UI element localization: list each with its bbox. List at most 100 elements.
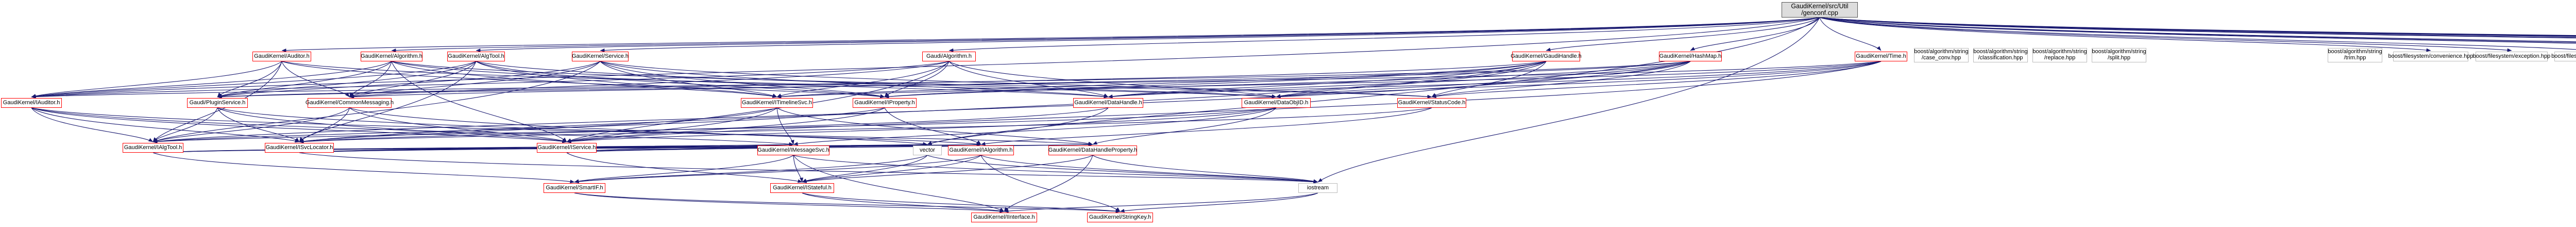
edge-gaudikernel-gaudihandle-h--gaudikernel-iproperty-h <box>884 61 1547 99</box>
edge-gaudikernel-time-h--gaudikernel-itimelinesvc-h <box>776 61 1882 99</box>
edge-gaudikernel-auditor-h--gaudikernel-ialgtool-h <box>152 61 282 142</box>
edge-gaudikernel-hashmap-h--gaudikernel-dataobjid-h <box>1276 61 1691 98</box>
edge-gaudikernel-iauditor-h--gaudikernel-datahandleproperty-h <box>31 107 1093 146</box>
edge-root--gaudikernel-gaudihandle-h <box>1546 17 1820 52</box>
node-boost-filesystem-operations-hpp[interactable]: boost/filesystem/operations.hpp <box>2551 52 2576 61</box>
edge-gaudikernel-datahandle-h--vector <box>927 107 1109 145</box>
node-boost-algorithm-string-trim-hpp[interactable]: boost/algorithm/string /trim.hpp <box>2328 48 2382 62</box>
node-gaudikernel-iproperty-h[interactable]: GaudiKernel/IProperty.h <box>853 98 917 108</box>
node-gaudikernel-iservice-h[interactable]: GaudiKernel/IService.h <box>537 143 597 153</box>
edge-gaudi-pluginservice-h--gaudikernel-ialgorithm-h <box>217 107 981 146</box>
edge-gaudikernel-iauditor-h--gaudikernel-iservice-h <box>31 107 567 143</box>
edge-root--boost-regex-hpp <box>1819 17 2576 38</box>
node-gaudikernel-ialgorithm-h[interactable]: GaudiKernel/IAlgorithm.h <box>948 145 1014 155</box>
node-vector[interactable]: vector <box>913 145 942 155</box>
edge-gaudikernel-istateful-h--gaudikernel-iinterface-h <box>802 192 1005 213</box>
node-boost-filesystem-exception-hpp[interactable]: boost/filesystem/exception.hpp <box>2473 52 2550 61</box>
edge-root--gaudikernel-algorithm-h <box>391 17 1820 53</box>
edge-gaudikernel-commonmessaging-h--gaudikernel-iservice-h <box>349 107 567 142</box>
node-gaudi-pluginservice-h[interactable]: Gaudi/PluginService.h <box>187 98 248 108</box>
node-boost-algorithm-string-replace-hpp[interactable]: boost/algorithm/string /replace.hpp <box>2032 48 2087 62</box>
node-boost-algorithm-string-classification-hpp[interactable]: boost/algorithm/string /classification.h… <box>1973 48 2028 62</box>
edge-root--boost-filesystem-convenience-hpp <box>1819 17 2431 52</box>
edge-gaudikernel-iauditor-h--gaudikernel-ialgtool-h <box>31 107 154 142</box>
edge-gaudi-algorithm-h--gaudikernel-iservice-h <box>566 61 950 142</box>
edge-gaudikernel-iauditor-h--gaudikernel-imessagesvc-h <box>31 107 794 146</box>
node-gaudikernel-iauditor-h[interactable]: GaudiKernel/IAuditor.h <box>1 98 62 108</box>
edge-gaudikernel-service-h--gaudikernel-ialgtool-h <box>152 61 601 142</box>
edge-gaudikernel-itimelinesvc-h--gaudikernel-iservice-h <box>566 107 777 142</box>
node-gaudi-algorithm-h[interactable]: Gaudi/Algorithm.h <box>922 52 976 61</box>
edge-gaudikernel-imessagesvc-h--gaudikernel-smartif-h <box>574 155 794 183</box>
edge-root--gaudikernel-auditor-h <box>281 17 1820 53</box>
edge-gaudikernel-commonmessaging-h--vector <box>349 107 928 146</box>
edge-gaudikernel-itimelinesvc-h--gaudikernel-imessagesvc-h <box>776 107 794 145</box>
edge-root--boost-filesystem-operations-hpp <box>1819 17 2576 50</box>
edge-gaudikernel-smartif-h--gaudikernel-iinterface-h <box>574 192 1005 213</box>
edge-gaudikernel-imessagesvc-h--iostream <box>793 155 1318 184</box>
edge-gaudikernel-algorithm-h--gaudi-pluginservice-h <box>217 61 392 98</box>
node-gaudikernel-ialgtool-h[interactable]: GaudiKernel/IAlgTool.h <box>123 143 183 153</box>
edge-gaudikernel-ialgorithm-h--iostream <box>980 155 1318 184</box>
edge-root--boost-log-expressions-hpp <box>1819 17 2576 43</box>
edge-gaudikernel-algorithm-h--gaudikernel-iauditor-h <box>31 61 392 98</box>
edge-gaudikernel-iproperty-h--gaudikernel-ialgorithm-h <box>884 107 981 145</box>
edge-gaudikernel-gaudihandle-h--gaudikernel-dataobjid-h <box>1276 61 1547 98</box>
node-gaudikernel-algorithm-h[interactable]: GaudiKernel/Algorithm.h <box>361 52 422 61</box>
edge-gaudi-algorithm-h--gaudikernel-iauditor-h <box>31 61 950 99</box>
node-gaudikernel-service-h[interactable]: GaudiKernel/Service.h <box>572 52 629 61</box>
node-boost-algorithm-string-case-conv-hpp[interactable]: boost/algorithm/string /case_conv.hpp <box>1914 48 1969 62</box>
edge-gaudikernel-auditor-h--gaudikernel-commonmessaging-h <box>281 61 350 98</box>
edge-root--gaudikernel-iauditor-h <box>31 17 1820 99</box>
edge-gaudikernel-algorithm-h--gaudikernel-itimelinesvc-h <box>391 61 777 98</box>
node-gaudikernel-dataobjid-h[interactable]: GaudiKernel/DataObjID.h <box>1242 98 1311 108</box>
edge-gaudikernel-algorithm-h--gaudikernel-iservice-h <box>391 61 567 142</box>
node-boost-filesystem-convenience-hpp[interactable]: boost/filesystem/convenience.hpp <box>2388 52 2473 61</box>
node-gaudikernel-iinterface-h[interactable]: GaudiKernel/IInterface.h <box>971 213 1037 222</box>
root-node-gaudikernel-src-util-genconf-cpp[interactable]: GaudiKernel/src/Util /genconf.cpp <box>1782 2 1858 18</box>
edge-gaudikernel-ialgorithm-h--gaudikernel-smartif-h <box>574 155 981 184</box>
edge-gaudi-pluginservice-h--gaudikernel-iservice-h <box>217 107 567 143</box>
node-gaudikernel-stringkey-h[interactable]: GaudiKernel/StringKey.h <box>1087 213 1153 222</box>
edge-iostream--gaudikernel-iinterface-h <box>1004 192 1318 213</box>
edge-gaudikernel-statuscode-h--gaudikernel-ialgorithm-h <box>980 107 1432 146</box>
edge-iostream--gaudikernel-stringkey-h <box>1120 192 1318 213</box>
edge-gaudikernel-time-h--gaudikernel-dataobjid-h <box>1276 61 1882 99</box>
edge-gaudikernel-hashmap-h--gaudikernel-ialgtool-h <box>152 61 1691 143</box>
edge-vector--gaudikernel-istateful-h <box>802 155 928 183</box>
node-gaudikernel-algtool-h[interactable]: GaudiKernel/AlgTool.h <box>447 52 505 61</box>
edge-gaudikernel-datahandleproperty-h--gaudikernel-iinterface-h <box>1004 155 1093 212</box>
edge-gaudikernel-hashmap-h--gaudikernel-commonmessaging-h <box>349 61 1691 99</box>
node-gaudikernel-itimelinesvc-h[interactable]: GaudiKernel/ITimelineSvc.h <box>741 98 813 108</box>
node-gaudikernel-smartif-h[interactable]: GaudiKernel/SmartIF.h <box>544 183 605 193</box>
edge-gaudikernel-iservice-h--gaudikernel-istateful-h <box>566 152 803 183</box>
edge-vector--iostream <box>927 155 1318 184</box>
node-gaudikernel-gaudihandle-h[interactable]: GaudiKernel/GaudiHandle.h <box>1511 52 1582 61</box>
node-gaudikernel-statuscode-h[interactable]: GaudiKernel/StatusCode.h <box>1397 98 1466 108</box>
node-gaudikernel-istateful-h[interactable]: GaudiKernel/IStateful.h <box>770 183 834 193</box>
node-gaudikernel-datahandleproperty-h[interactable]: GaudiKernel/DataHandleProperty.h <box>1048 145 1137 155</box>
edge-gaudikernel-istateful-h--gaudikernel-stringkey-h <box>802 192 1121 213</box>
edge-root--vector <box>927 17 1820 145</box>
node-boost-algorithm-string-split-hpp[interactable]: boost/algorithm/string /split.hpp <box>2092 48 2146 62</box>
node-gaudikernel-isvclocator-h[interactable]: GaudiKernel/ISvcLocator.h <box>265 143 334 153</box>
edge-gaudikernel-ialgtool-h--gaudikernel-smartif-h <box>152 152 575 184</box>
edge-root--boost-filesystem-exception-hpp <box>1819 17 2512 52</box>
edge-gaudikernel-hashmap-h--gaudikernel-iauditor-h <box>31 61 1691 99</box>
node-gaudikernel-commonmessaging-h[interactable]: GaudiKernel/CommonMessaging.h <box>306 98 394 108</box>
node-gaudikernel-imessagesvc-h[interactable]: GaudiKernel/IMessageSvc.h <box>757 145 829 155</box>
edge-gaudikernel-dataobjid-h--gaudikernel-datahandleproperty-h <box>1092 107 1277 145</box>
node-gaudikernel-datahandle-h[interactable]: GaudiKernel/DataHandle.h <box>1073 98 1143 108</box>
edge-gaudikernel-service-h--gaudikernel-itimelinesvc-h <box>600 61 777 98</box>
node-gaudikernel-hashmap-h[interactable]: GaudiKernel/HashMap.h <box>1659 52 1722 61</box>
node-gaudikernel-auditor-h[interactable]: GaudiKernel/Auditor.h <box>252 52 311 61</box>
edge-gaudikernel-dataobjid-h--gaudikernel-imessagesvc-h <box>793 107 1277 146</box>
node-gaudikernel-time-h[interactable]: GaudiKernel/Time.h <box>1855 52 1907 61</box>
edge-gaudikernel-algtool-h--gaudikernel-itimelinesvc-h <box>476 61 777 98</box>
edge-gaudikernel-ialgorithm-h--gaudikernel-istateful-h <box>802 155 981 183</box>
edge-gaudikernel-imessagesvc-h--gaudikernel-istateful-h <box>793 155 804 183</box>
edge-root--gaudikernel-algtool-h <box>476 17 1820 53</box>
node-iostream[interactable]: iostream <box>1298 183 1337 193</box>
